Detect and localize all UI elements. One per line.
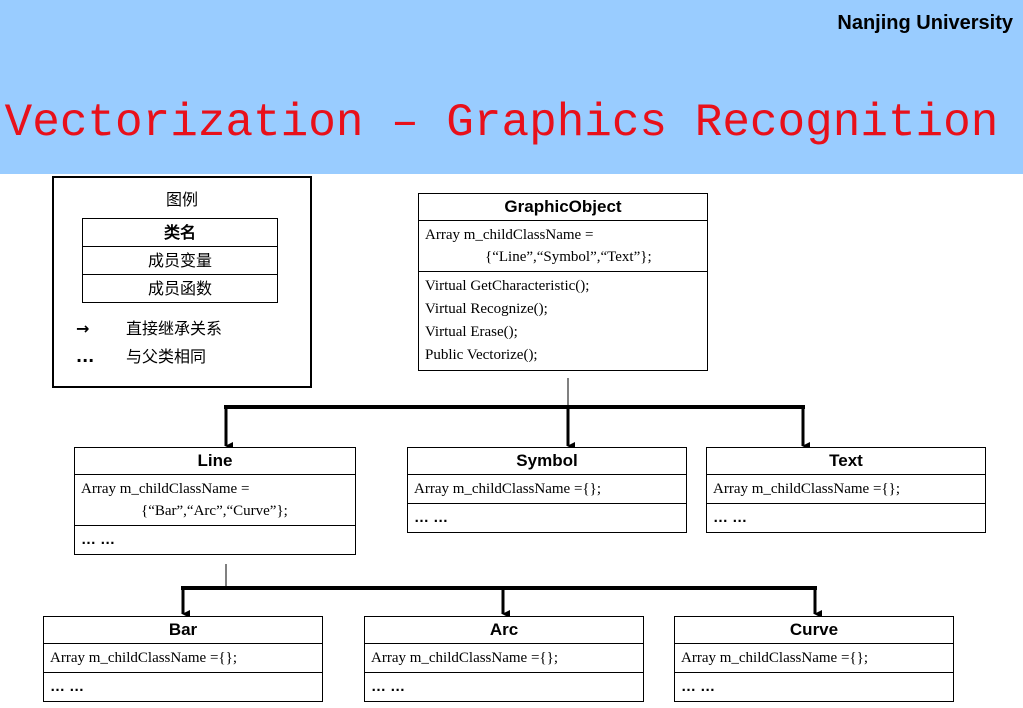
class-attributes: Array m_childClassName ={}; — [44, 644, 322, 673]
legend-member-variables: 成员变量 — [83, 247, 277, 275]
page-title: Vectorization – Graphics Recognition — [4, 97, 999, 149]
class-name: Arc — [365, 617, 643, 644]
class-attributes: Array m_childClassName ={}; — [365, 644, 643, 673]
class-bar: Bar Array m_childClassName ={}; … … — [43, 616, 323, 702]
class-text: Text Array m_childClassName ={}; … … — [706, 447, 986, 533]
class-attributes: Array m_childClassName = {“Bar”,“Arc”,“C… — [75, 475, 355, 526]
legend-member-functions: 成员函数 — [147, 279, 212, 298]
legend-class-name: 类名 — [83, 219, 277, 247]
class-name: Line — [75, 448, 355, 475]
attribute-line: Array m_childClassName = — [425, 227, 594, 243]
class-name: GraphicObject — [419, 194, 707, 221]
class-methods: … … — [81, 531, 116, 548]
class-methods: Virtual GetCharacteristic(); Virtual Rec… — [419, 272, 707, 370]
legend-inherit-row: → 直接继承关系 — [76, 318, 222, 340]
university-name: Nanjing University — [837, 12, 1013, 34]
ellipsis-icon: ... — [76, 347, 95, 366]
class-line: Line Array m_childClassName = {“Bar”,“Ar… — [74, 447, 356, 555]
legend-same-text: 与父类相同 — [126, 347, 207, 366]
class-attributes: Array m_childClassName ={}; — [675, 644, 953, 673]
class-name: Text — [707, 448, 985, 475]
class-curve: Curve Array m_childClassName ={}; … … — [674, 616, 954, 702]
class-methods: … … — [371, 678, 406, 695]
class-name: Curve — [675, 617, 953, 644]
class-methods: … … — [713, 509, 748, 526]
class-symbol: Symbol Array m_childClassName ={}; … … — [407, 447, 687, 533]
title-banner: Nanjing University Vectorization – Graph… — [0, 0, 1023, 174]
legend-same-row: ... 与父类相同 — [76, 346, 206, 368]
class-attributes: Array m_childClassName ={}; — [707, 475, 985, 504]
class-arc: Arc Array m_childClassName ={}; … … — [364, 616, 644, 702]
legend-inherit-text: 直接继承关系 — [126, 319, 223, 338]
method-line: Public Vectorize(); — [425, 347, 538, 363]
class-name: Symbol — [408, 448, 686, 475]
method-line: Virtual GetCharacteristic(); — [425, 278, 590, 294]
class-methods: … … — [414, 509, 449, 526]
class-graphicobject: GraphicObject Array m_childClassName = {… — [418, 193, 708, 371]
class-methods: … … — [681, 678, 716, 695]
attribute-line: Array m_childClassName = — [81, 481, 250, 497]
method-line: Virtual Recognize(); — [425, 301, 548, 317]
legend: 图例 类名 成员变量 成员函数 → 直接继承关系 ... 与父类相同 — [52, 176, 312, 388]
attribute-line: {“Line”,“Symbol”,“Text”}; — [485, 249, 652, 265]
method-line: Virtual Erase(); — [425, 324, 518, 340]
class-attributes: Array m_childClassName ={}; — [408, 475, 686, 504]
class-name: Bar — [44, 617, 322, 644]
legend-class-box: 类名 成员变量 成员函数 — [82, 218, 278, 303]
class-methods: … … — [50, 678, 85, 695]
class-attributes: Array m_childClassName = {“Line”,“Symbol… — [419, 221, 707, 272]
arrow-icon: → — [76, 319, 90, 338]
attribute-line: {“Bar”,“Arc”,“Curve”}; — [141, 503, 288, 519]
legend-title: 图例 — [165, 190, 198, 209]
